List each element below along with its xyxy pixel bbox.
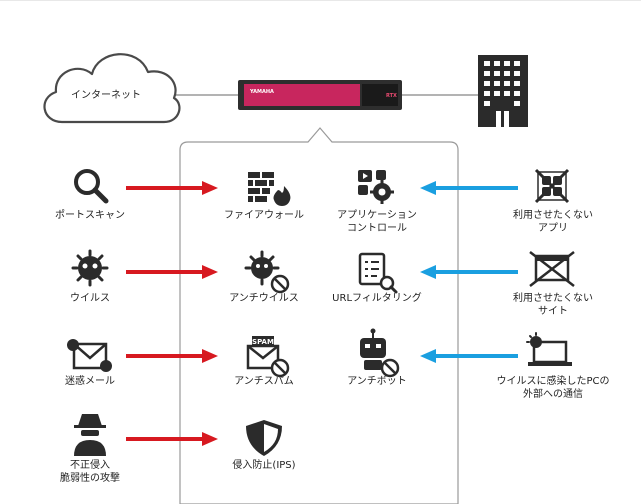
url-filter-icon (358, 252, 398, 294)
antivirus-label: アンチウイルス (229, 293, 299, 304)
antibot-label: アンチボット (347, 376, 407, 387)
inbound-arrows (126, 181, 218, 446)
building-icon (478, 55, 528, 127)
threat-port-scan-label: ポートスキャン (55, 210, 125, 221)
blocked-site-label: 利用させたくない サイト (513, 293, 593, 317)
router-brand: YAMAHA (249, 89, 274, 95)
blocked-site-icon (529, 251, 575, 287)
spam-mail-icon (67, 339, 112, 372)
internet-label: インターネット (71, 90, 141, 101)
threat-spam-label: 迷惑メール (65, 376, 115, 387)
cloud-icon (43, 53, 181, 124)
hacker-icon (74, 414, 106, 456)
magnifier-icon (74, 169, 109, 204)
ips-label: 侵入防止(IPS) (232, 460, 296, 471)
router-device: YAMAHA RTX (238, 80, 402, 110)
threat-virus-label: ウイルス (70, 293, 110, 304)
infected-pc-icon (526, 332, 572, 366)
virus-icon (71, 249, 109, 287)
antibot-icon (360, 328, 400, 378)
url-filter-label: URLフィルタリング (332, 293, 422, 304)
blocked-app-icon (534, 168, 570, 204)
threat-intrusion-label: 不正侵入 脆弱性の攻撃 (60, 460, 120, 484)
shield-icon (246, 420, 282, 456)
top-divider (0, 0, 641, 1)
firewall-label: ファイアウォール (224, 210, 304, 221)
app-control-icon (358, 170, 394, 204)
app-control-label: アプリケーション コントロール (337, 210, 417, 234)
router-model: RTX (386, 93, 397, 99)
antispam-icon: SPAM (246, 336, 290, 378)
firewall-icon (248, 172, 291, 206)
infected-pc-label: ウイルスに感染したPCの 外部への通信 (496, 376, 610, 400)
antivirus-icon (244, 250, 290, 294)
outbound-arrows (420, 181, 518, 363)
blocked-app-label: 利用させたくない アプリ (513, 210, 593, 234)
spam-badge: SPAM (252, 338, 274, 346)
antispam-label: アンチスパム (234, 376, 294, 387)
protection-panel (179, 127, 459, 504)
